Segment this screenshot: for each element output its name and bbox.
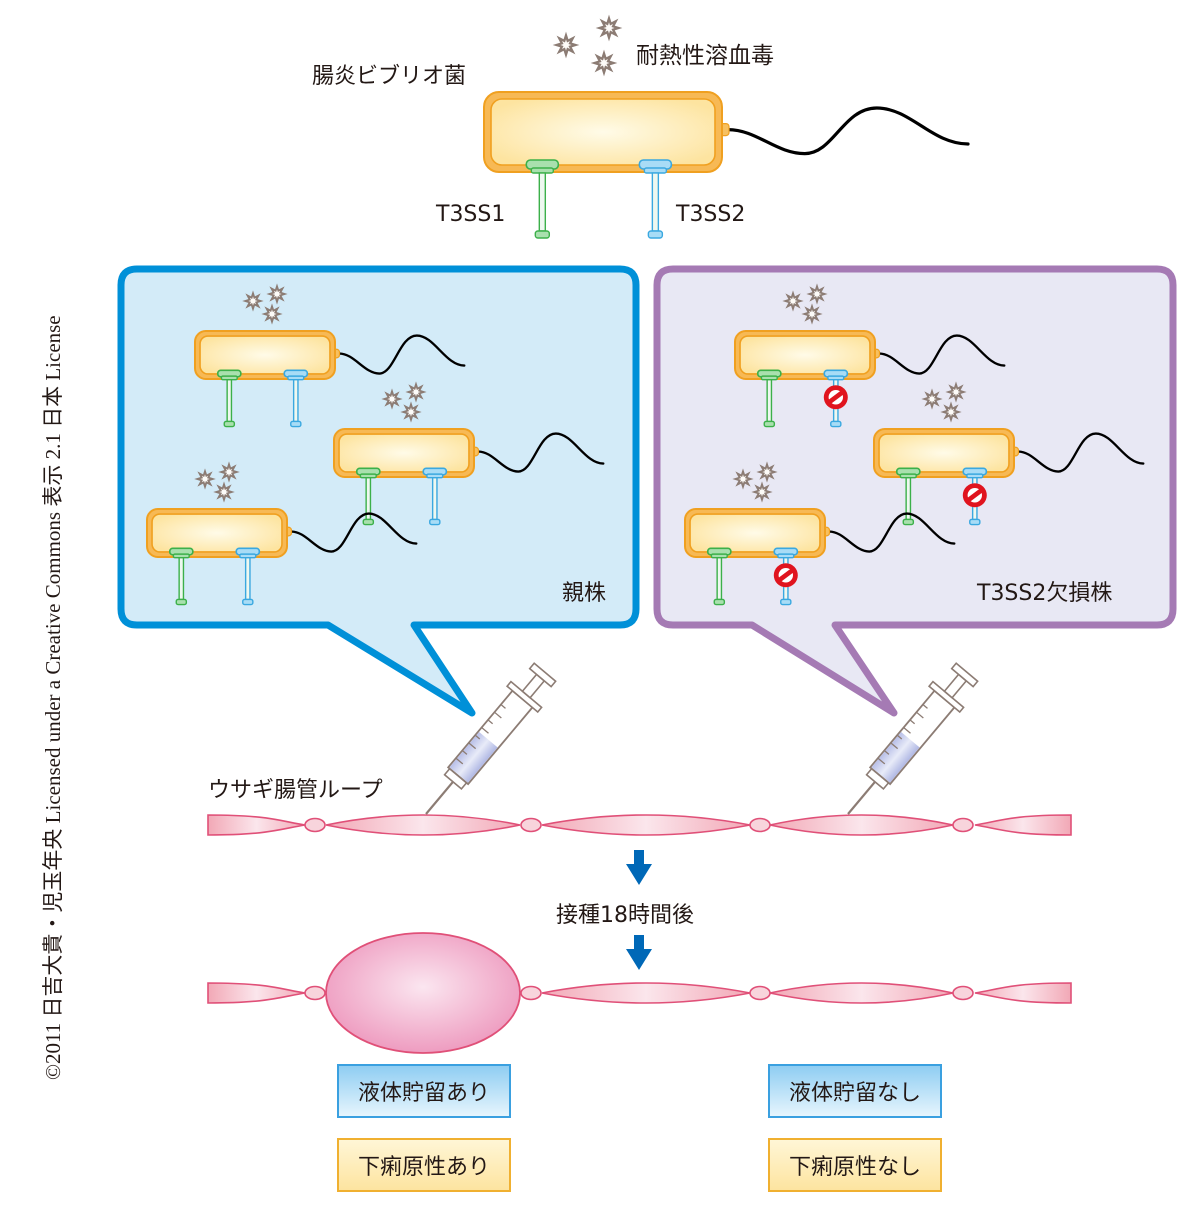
ligature-knot <box>304 817 326 833</box>
t3ss1-needle-icon <box>756 369 782 428</box>
cytoplasm <box>878 433 1010 473</box>
parent-diarrhea-result: 下痢原性あり <box>337 1138 511 1192</box>
bacterium <box>483 91 970 239</box>
t3ss1-needle-icon <box>216 369 242 428</box>
t3ss1-needle-icon <box>525 159 560 239</box>
bacterium <box>146 508 418 606</box>
ligature-knot <box>952 985 974 1001</box>
loop-segment <box>541 814 751 836</box>
loop-segment <box>769 982 954 1004</box>
bacterium <box>734 330 1006 428</box>
t3ss2-deletion-strain-panel <box>653 265 1177 717</box>
flagellum-icon <box>828 512 956 553</box>
bacterium <box>684 508 956 606</box>
ligature-knot <box>520 985 542 1001</box>
flagellum-icon <box>1017 432 1145 473</box>
toxin-icon <box>751 481 773 503</box>
toxin-icon <box>921 388 943 410</box>
toxin-icon <box>405 381 427 403</box>
loop-segment <box>207 982 306 1004</box>
down-arrow-icon <box>626 850 652 885</box>
loop-segment <box>325 814 521 836</box>
intestinal-loop <box>207 932 1072 1054</box>
parent-fluid-result: 液体貯留あり <box>337 1064 511 1118</box>
toxin-icon <box>266 283 288 305</box>
toxin-icon <box>242 290 264 312</box>
syringe-icon <box>425 662 557 815</box>
t3ss2-needle-icon <box>235 547 261 606</box>
toxin-icon <box>552 31 580 59</box>
t3ss2-label: T3SS2 <box>676 202 746 227</box>
loop-segment <box>769 814 954 836</box>
toxin-icon <box>213 481 235 503</box>
t3ss2-needle-icon <box>638 159 673 239</box>
t3ss1-needle-icon <box>706 547 732 606</box>
cytoplasm <box>689 513 821 553</box>
bacterium <box>873 428 1145 526</box>
toxin-icon <box>194 468 216 490</box>
toxin-label: 耐熱性溶血毒 <box>636 43 774 69</box>
intestinal-loop <box>207 814 1072 836</box>
t3ss1-needle-icon <box>895 467 921 526</box>
toxin-icon <box>590 49 618 77</box>
inhibition-icon <box>823 385 848 410</box>
flagellum-icon <box>878 334 1006 375</box>
intestinal-loop-label: ウサギ腸管ループ <box>208 778 383 803</box>
license-credit: ©2011 日吉大貴・児玉年央 Licensed under a Creativ… <box>41 315 65 1080</box>
loop-segment <box>207 814 306 836</box>
toxin-icon <box>806 283 828 305</box>
ligature-knot <box>520 817 542 833</box>
t3ss1-needle-icon <box>168 547 194 606</box>
flagellum-icon <box>338 334 466 375</box>
toxin-icon <box>218 461 240 483</box>
bacterium-label: 腸炎ビブリオ菌 <box>312 64 467 89</box>
t3ss2-needle-icon <box>422 467 448 526</box>
t3ss2-needle-icon <box>283 369 309 428</box>
cytoplasm <box>490 98 716 166</box>
down-arrow-icon <box>626 935 652 970</box>
t3ss1-label: T3SS1 <box>436 202 506 227</box>
toxin-icon <box>756 461 778 483</box>
ligature-knot <box>749 985 771 1001</box>
ligature-knot <box>749 817 771 833</box>
flagellum-icon <box>726 106 970 156</box>
cytoplasm <box>199 335 331 375</box>
fluid-accumulation-loop <box>325 932 521 1054</box>
ligature-knot <box>304 985 326 1001</box>
t3ss1-needle-icon <box>355 467 381 526</box>
toxin-icon <box>782 290 804 312</box>
time-after-inoculation-label: 接種18時間後 <box>556 903 694 928</box>
toxin-icon <box>261 303 283 325</box>
bacterium <box>194 330 466 428</box>
toxin-icon <box>945 381 967 403</box>
cytoplasm <box>338 433 470 473</box>
inhibition-icon <box>962 483 987 508</box>
loop-segment <box>974 982 1072 1004</box>
deletion-strain-label: T3SS2欠損株 <box>977 581 1113 606</box>
bacterium <box>333 428 605 526</box>
loop-segment <box>541 982 751 1004</box>
toxin-icon <box>381 388 403 410</box>
parent-strain-label: 親株 <box>562 581 607 606</box>
flagellum-icon <box>477 432 605 473</box>
syringe-icon <box>847 662 979 815</box>
inhibition-icon <box>773 563 798 588</box>
deletion-diarrhea-result: 下痢原性なし <box>768 1138 942 1192</box>
toxin-icon <box>940 401 962 423</box>
loop-segment <box>974 814 1072 836</box>
toxin-icon <box>400 401 422 423</box>
cytoplasm <box>739 335 871 375</box>
deletion-fluid-result: 液体貯留なし <box>768 1064 942 1118</box>
toxin-icon <box>801 303 823 325</box>
toxin-icon <box>732 468 754 490</box>
cytoplasm <box>151 513 283 553</box>
ligature-knot <box>952 817 974 833</box>
toxin-icon <box>595 14 623 42</box>
flagellum-icon <box>290 512 418 553</box>
